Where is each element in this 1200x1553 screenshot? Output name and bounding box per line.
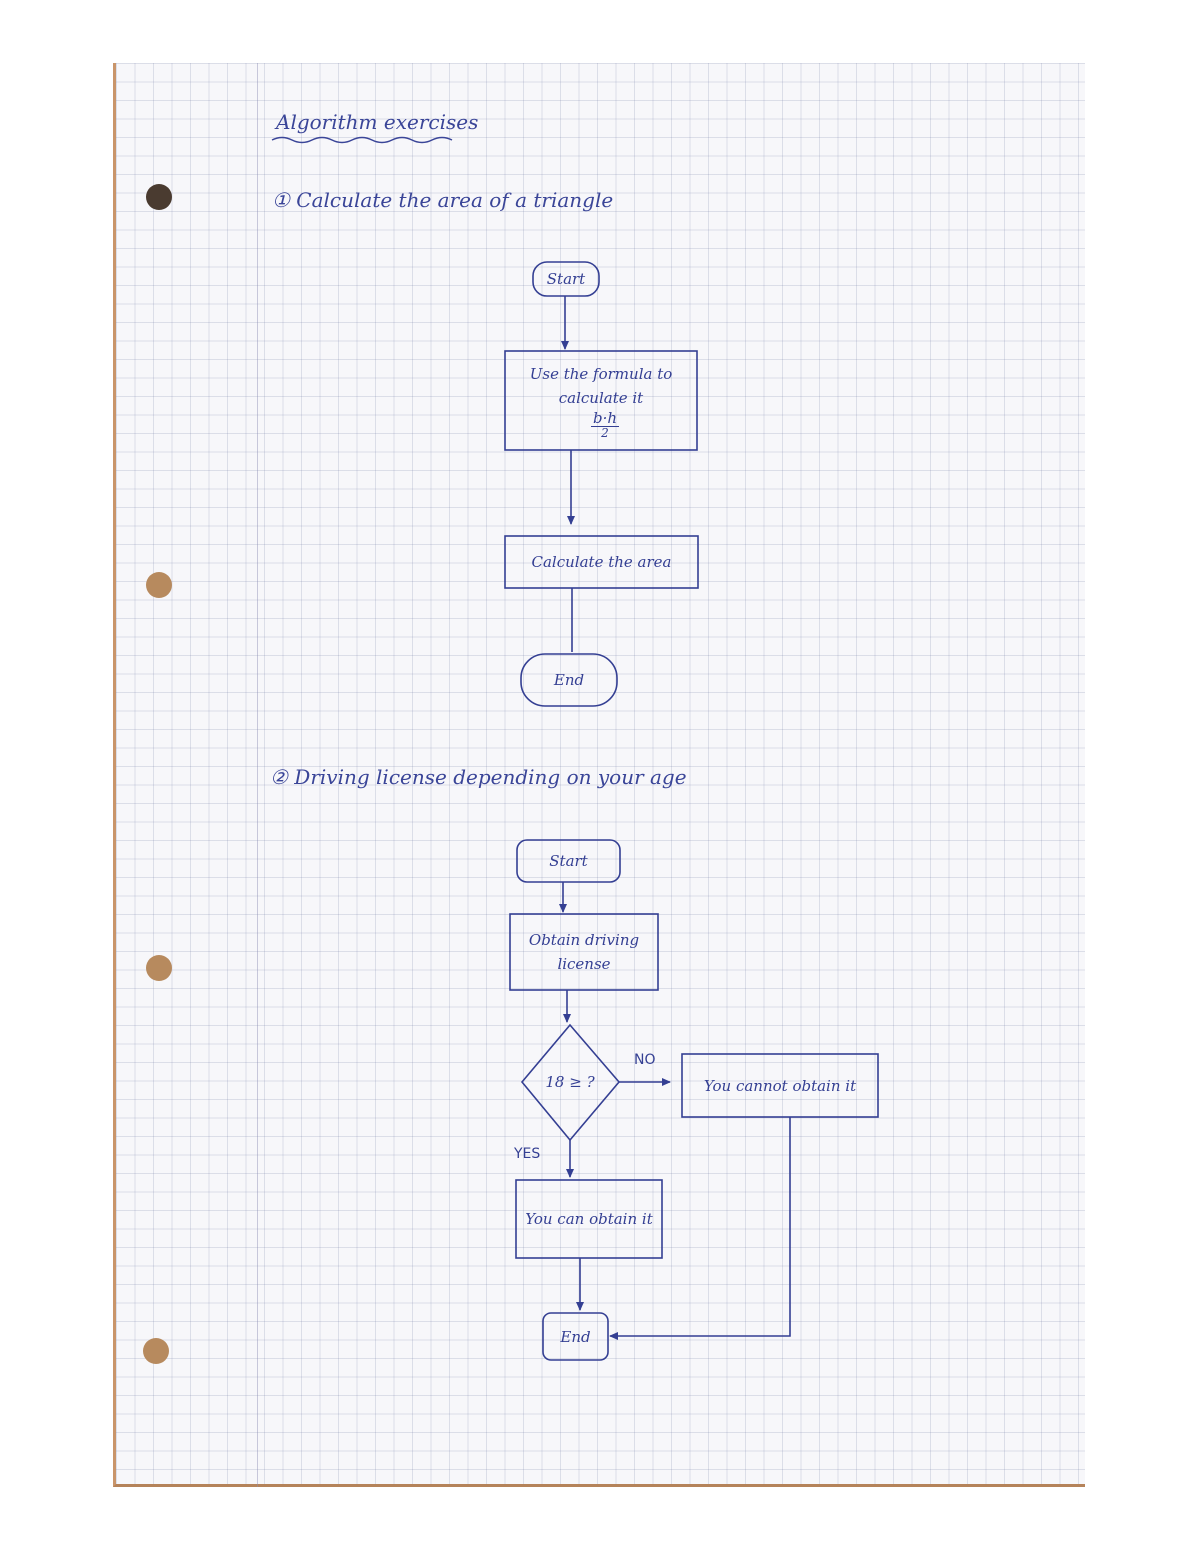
exercise-1-title: Calculate the area of a triangle <box>296 188 614 212</box>
ex1-calc-label: Calculate the area <box>531 553 672 571</box>
ex2-end-label: End <box>560 1327 591 1346</box>
exercise-2-heading: ② Driving license depending on your age <box>270 765 687 789</box>
punch-hole <box>146 184 172 210</box>
punch-hole <box>146 955 172 981</box>
margin-line <box>257 63 258 1487</box>
ex2-yes-node <box>515 1179 663 1259</box>
ex2-end-node <box>542 1312 609 1361</box>
edge-label-yes: YES <box>514 1146 541 1162</box>
ex1-start-label: Start <box>546 270 586 288</box>
formula-fraction: b·h 2 <box>590 408 620 441</box>
ex2-yes-label: You can obtain it <box>525 1210 653 1228</box>
ex2-no-label: You cannot obtain it <box>703 1076 857 1095</box>
edge-label-no: NO <box>634 1052 656 1068</box>
notebook-paper <box>113 63 1085 1487</box>
title-underline <box>271 136 453 144</box>
ex2-start-label: Start <box>549 852 588 870</box>
ex2-no-node <box>681 1053 879 1118</box>
exercise-1-heading: ① Calculate the area of a triangle <box>272 188 613 212</box>
ex2-decision-label: 18 ≥ ? <box>545 1073 595 1091</box>
ex2-edge-no-end <box>609 1117 791 1340</box>
exercise-2-title: Driving license depending on your age <box>294 765 687 789</box>
punch-hole <box>146 572 172 598</box>
formula-numerator: b·h <box>590 408 620 428</box>
ex1-end-label: End <box>553 671 585 689</box>
punch-hole <box>143 1338 169 1364</box>
ex2-start-node <box>516 839 621 883</box>
exercise-2-number: ② <box>270 765 288 789</box>
ex2-obtain-node <box>509 913 659 991</box>
ex1-formula-node <box>504 350 698 451</box>
exercise-1-number: ① <box>272 188 290 212</box>
formula-denominator: 2 <box>601 426 609 441</box>
ex1-formula-text: Use the formula to calculate it <box>529 364 673 407</box>
ex1-end-node <box>520 653 618 707</box>
page-title: Algorithm exercises <box>276 110 479 134</box>
ex1-start-node <box>532 261 600 297</box>
ex1-calc-node <box>504 535 699 589</box>
ex2-obtain-label: Obtain driving license <box>528 931 640 973</box>
ex1-formula-label: Use the formula to calculate it b·h 2 <box>510 356 692 446</box>
